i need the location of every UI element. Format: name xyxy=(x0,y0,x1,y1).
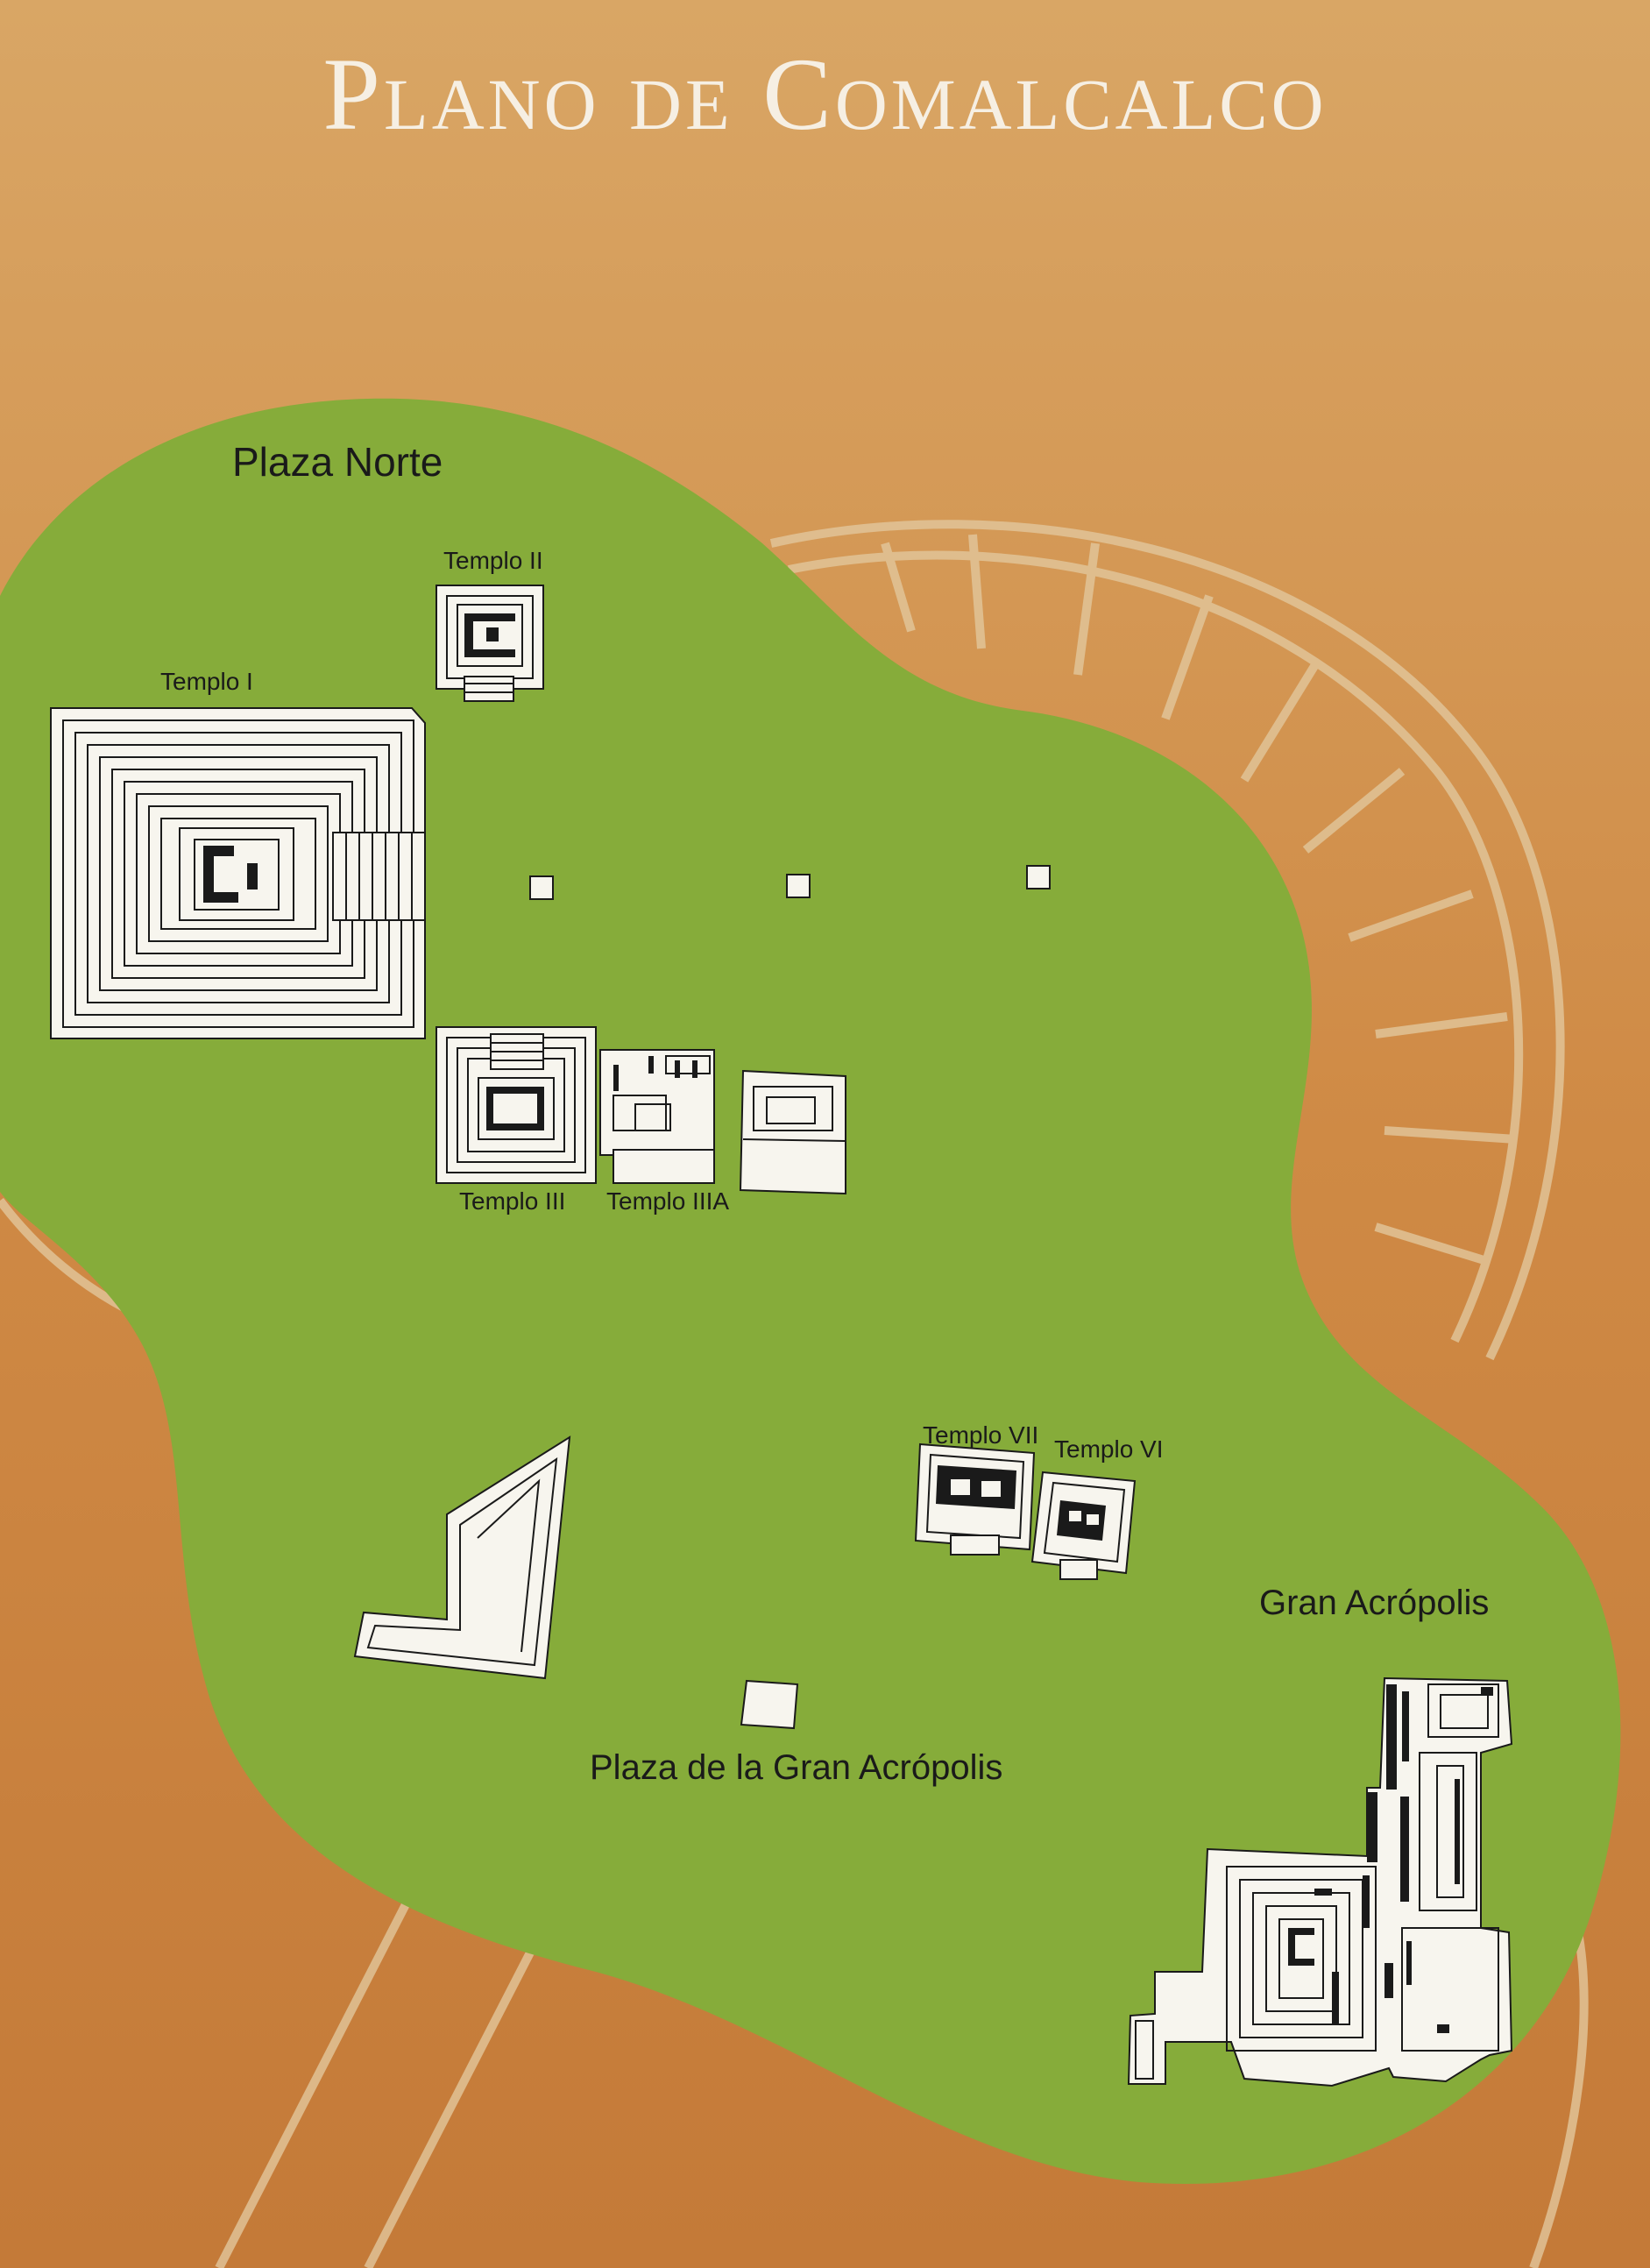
templo-iiia-label: Templo IIIA xyxy=(606,1187,730,1215)
templo-iiia-room-plan xyxy=(613,1056,698,1091)
templo-iii-room-plan xyxy=(486,1087,544,1130)
gran-acropolis-room-plan xyxy=(1288,1684,1493,2033)
templo-iii-structure xyxy=(436,1026,597,1184)
l-shaped-structure xyxy=(353,1435,571,1680)
templo-i-room-plan xyxy=(203,846,258,903)
templo-vii-label: Templo VII xyxy=(923,1421,1039,1449)
watermark-wheel xyxy=(0,520,1589,2268)
gran-acropolis-label: Gran Acrópolis xyxy=(1259,1584,1490,1622)
plaza-gran-acropolis-label: Plaza de la Gran Acrópolis xyxy=(590,1748,1003,1787)
templo-ii-label: Templo II xyxy=(443,547,543,574)
templo-i-label: Templo I xyxy=(160,668,253,695)
templo-ii-structure xyxy=(436,585,544,702)
templo-vi-label: Templo VI xyxy=(1054,1435,1164,1463)
templo-vii-room-plan xyxy=(936,1465,1016,1509)
templo-ii-room-plan xyxy=(464,613,515,657)
small-structure-markers xyxy=(529,865,1051,1730)
templo-iii-label: Templo III xyxy=(459,1187,566,1215)
plaza-norte-label: Plaza Norte xyxy=(232,439,443,485)
templo-i-structure xyxy=(50,707,426,1039)
east-annex-structure xyxy=(739,1069,846,1195)
map-title: Plano de Comalcalco xyxy=(322,37,1328,152)
